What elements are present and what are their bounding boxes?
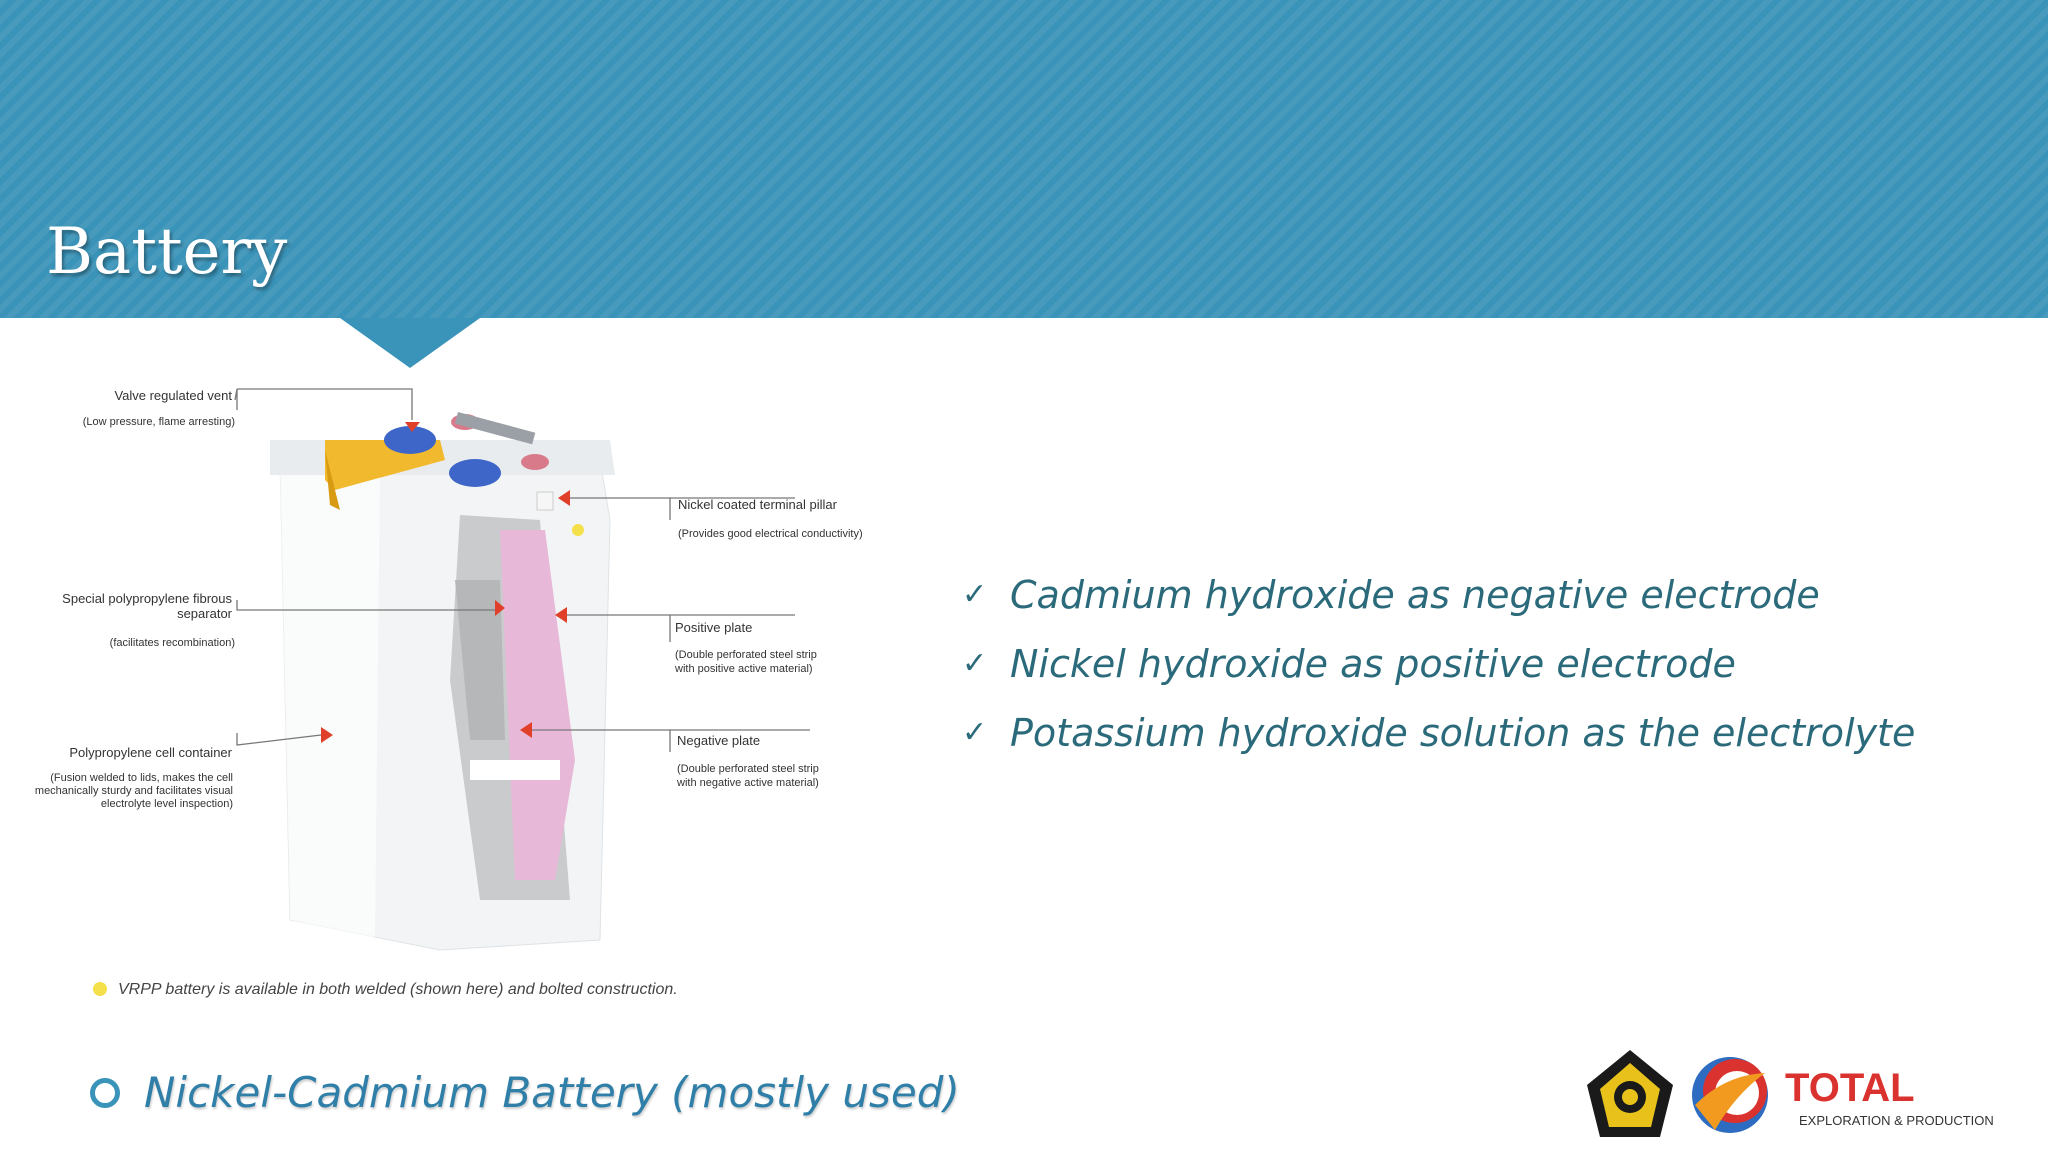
label-vent: Valve regulated vent (114, 388, 232, 403)
label-terminal-pillar: Nickel coated terminal pillar (678, 497, 838, 512)
main-point-text: Nickel-Cadmium Battery (mostly used) (144, 1068, 960, 1117)
footnote-star-icon (93, 982, 107, 996)
main-point: Nickel-Cadmium Battery (mostly used) (90, 1068, 960, 1117)
logo-area: TOTAL EXPLORATION & PRODUCTION (1585, 1045, 2025, 1145)
checkmark-icon: ✓ (962, 715, 988, 750)
cell-container-illustration (270, 411, 615, 951)
bullet-text: Nickel hydroxide as positive electrode (1010, 641, 1736, 686)
label-negative-sub-1: (Double perforated steel strip (677, 763, 819, 775)
diagram-footnote: VRPP battery is available in both welded… (118, 981, 678, 998)
label-separator-2: separator (177, 606, 233, 621)
label-separator-sub: (facilitates recombination) (110, 637, 235, 649)
label-container-sub-2: mechanically sturdy and facilitates visu… (35, 785, 233, 797)
slide-title: Battery (46, 215, 288, 289)
label-positive-sub-1: (Double perforated steel strip (675, 649, 817, 661)
leader-lines (234, 388, 810, 752)
label-positive-plate: Positive plate (675, 620, 752, 635)
label-negative-plate: Negative plate (677, 733, 760, 748)
total-brand-name: TOTAL (1785, 1066, 1915, 1110)
checkmark-icon: ✓ (962, 646, 988, 681)
bullet-text: Cadmium hydroxide as negative electrode (1010, 572, 1820, 617)
ministry-emblem-icon (1587, 1050, 1673, 1137)
checkmark-icon: ✓ (962, 577, 988, 612)
header-notch (340, 318, 480, 368)
label-separator-1: Special polypropylene fibrous (62, 591, 232, 606)
callout-arrows (321, 422, 570, 743)
list-item: ✓ Potassium hydroxide solution as the el… (962, 698, 1915, 767)
total-logo-icon (1692, 1057, 1768, 1133)
label-positive-sub-2: with positive active material) (674, 663, 813, 675)
label-container-sub-3: electrolyte level inspection) (101, 798, 233, 810)
bullet-list: ✓ Cadmium hydroxide as negative electrod… (962, 560, 1915, 767)
total-brand-tagline: EXPLORATION & PRODUCTION (1799, 1113, 1994, 1128)
battery-diagram: Valve regulated vent (Low pressure, flam… (0, 380, 900, 1000)
label-vent-sub: (Low pressure, flame arresting) (83, 416, 235, 428)
ring-bullet-icon (90, 1077, 120, 1108)
label-container-sub-1: (Fusion welded to lids, makes the cell (50, 772, 233, 784)
list-item: ✓ Nickel hydroxide as positive electrode (962, 629, 1915, 698)
star-marker-icon (572, 524, 584, 536)
label-terminal-pillar-sub: (Provides good electrical conductivity) (678, 528, 863, 540)
list-item: ✓ Cadmium hydroxide as negative electrod… (962, 560, 1915, 629)
header-banner (0, 0, 2048, 318)
bullet-text: Potassium hydroxide solution as the elec… (1010, 710, 1916, 755)
label-container: Polypropylene cell container (69, 745, 232, 760)
label-negative-sub-2: with negative active material) (676, 777, 819, 789)
